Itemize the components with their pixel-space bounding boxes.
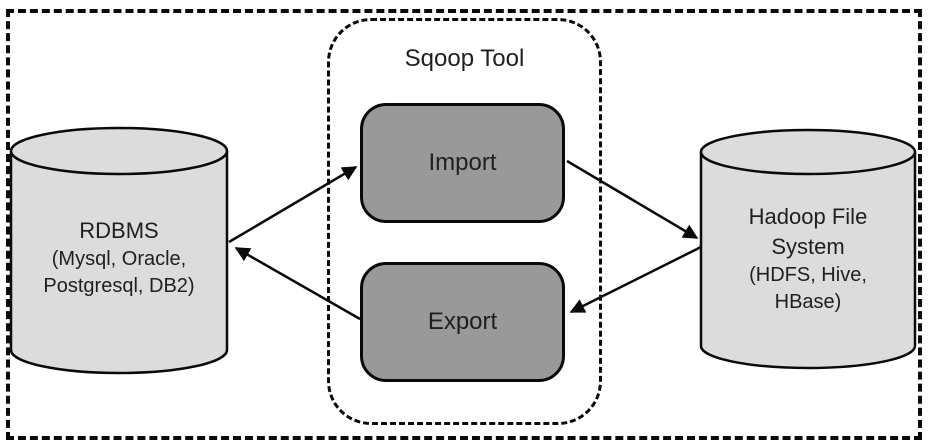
rdbms-cylinder-top (9, 126, 229, 176)
rdbms-title: RDBMS (79, 218, 159, 243)
rdbms-subtitle-line2: Postgresql, DB2) (43, 275, 195, 297)
export-label: Export (427, 308, 498, 335)
export-box: Export (360, 262, 565, 382)
sqoop-tool-title: Sqoop Tool (404, 45, 525, 72)
arrow-export-to-rdbms (234, 246, 361, 321)
hadoop-subtitle-line1: (HDFS, Hive, (749, 264, 867, 286)
outer-dashed-border (6, 9, 922, 440)
rdbms-label: RDBMS (Mysql, Oracle, Postgresql, DB2) (11, 216, 227, 300)
hadoop-cylinder-top (699, 128, 917, 176)
arrow-rdbms-to-import (228, 165, 358, 244)
hadoop-label: Hadoop File System (HDFS, Hive, HBase) (701, 202, 915, 316)
hadoop-subtitle-line2: HBase) (774, 291, 842, 313)
hadoop-title-line1: Hadoop File (748, 204, 868, 229)
sqoop-tool-container (327, 18, 602, 425)
hadoop-title-line2: System (771, 234, 845, 259)
arrow-import-to-hadoop (566, 159, 699, 240)
import-box: Import (360, 103, 565, 223)
arrow-hadoop-to-export (569, 245, 702, 314)
rdbms-cylinder-body (9, 151, 229, 375)
rdbms-subtitle-line1: (Mysql, Oracle, (51, 248, 187, 270)
import-label: Import (428, 149, 497, 176)
hadoop-cylinder-body (699, 152, 917, 370)
